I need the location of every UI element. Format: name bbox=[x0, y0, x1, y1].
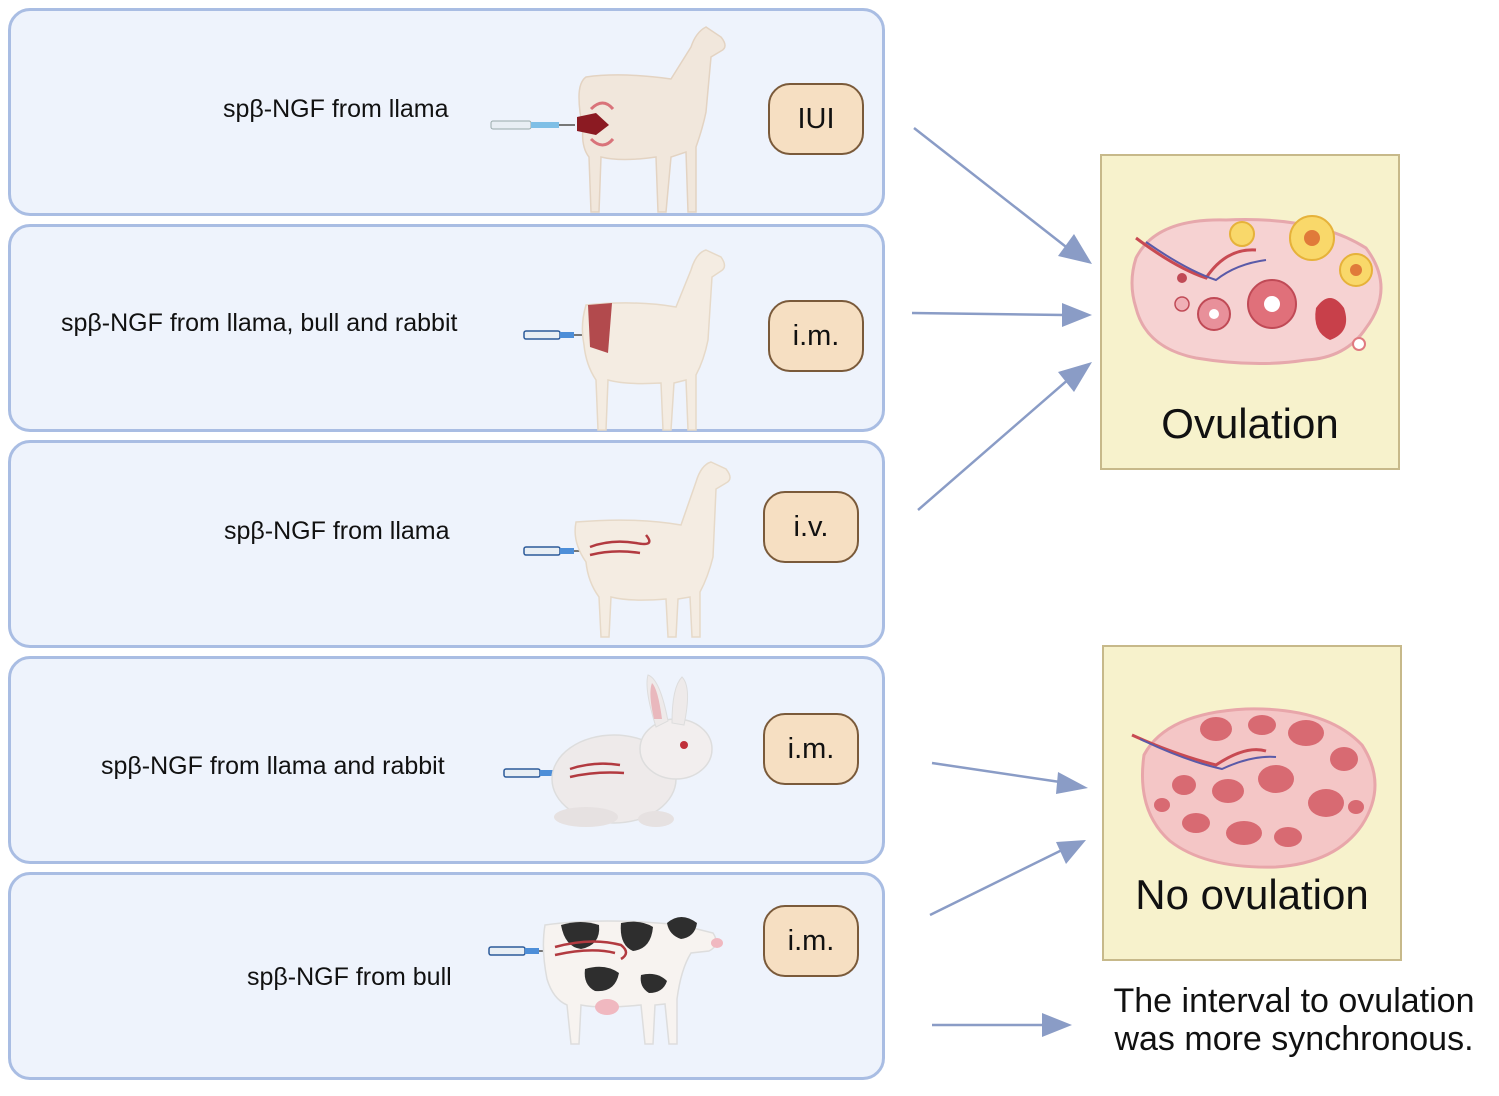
panel-label: spβ-NGF from llama and rabbit bbox=[101, 752, 445, 780]
rabbit-intramuscular-injection-icon bbox=[503, 674, 713, 827]
llama-intramuscular-injection-icon bbox=[523, 249, 726, 431]
panel-iui: spβ-NGF from llama IUI bbox=[8, 8, 885, 216]
arrow-iv-to-ovulation bbox=[917, 362, 1092, 511]
llama-intravenous-injection-icon bbox=[523, 461, 731, 638]
ovary-ovulation-icon bbox=[1130, 215, 1383, 366]
route-badge-iui: IUI bbox=[768, 83, 864, 155]
no-ovulation-label: No ovulation bbox=[1135, 871, 1369, 918]
synchrony-note: The interval to ovulation was more synch… bbox=[1094, 982, 1494, 1058]
route-badge-im: i.m. bbox=[763, 905, 859, 977]
panel-label: spβ-NGF from llama bbox=[224, 517, 450, 545]
cow-intramuscular-injection-icon bbox=[488, 917, 723, 1045]
ovulation-result-box: Ovulation bbox=[1100, 154, 1400, 470]
panel-label: spβ-NGF from llama, bull and rabbit bbox=[61, 309, 458, 337]
route-badge-iv: i.v. bbox=[763, 491, 859, 563]
arrow-cow-to-synchronous-note bbox=[932, 1013, 1072, 1037]
route-badge-im: i.m. bbox=[763, 713, 859, 785]
note-line-2: was more synchronous. bbox=[1114, 1020, 1474, 1058]
panel-label: spβ-NGF from llama bbox=[223, 95, 449, 123]
ovary-no-ovulation-icon bbox=[1131, 707, 1377, 869]
arrow-rabbit-to-no-ovulation bbox=[931, 761, 1088, 794]
no-ovulation-result-box: No ovulation bbox=[1102, 645, 1402, 961]
route-badge-im: i.m. bbox=[768, 300, 864, 372]
llama-uterus-injection-icon bbox=[490, 26, 726, 213]
panel-label: spβ-NGF from bull bbox=[247, 963, 452, 991]
arrow-im-llama-to-ovulation bbox=[911, 303, 1092, 327]
panel-im-cow: spβ-NGF from bull i.m. bbox=[8, 872, 885, 1080]
arrow-iui-to-ovulation bbox=[913, 127, 1092, 264]
arrow-cow-to-no-ovulation bbox=[929, 840, 1086, 917]
ovulation-label: Ovulation bbox=[1161, 400, 1339, 447]
panel-im-rabbit: spβ-NGF from llama and rabbit i.m. bbox=[8, 656, 885, 864]
panel-im-llama: spβ-NGF from llama, bull and rabbit i.m. bbox=[8, 224, 885, 432]
panel-iv-llama: spβ-NGF from llama i.v. bbox=[8, 440, 885, 648]
note-line-1: The interval to ovulation bbox=[1113, 982, 1475, 1020]
